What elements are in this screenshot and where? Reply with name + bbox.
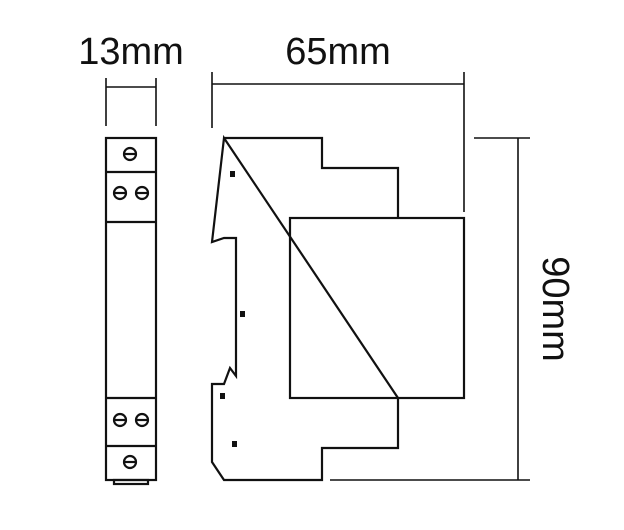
front-body xyxy=(104,136,158,482)
side-marker xyxy=(240,311,245,317)
height-dimension: 90mm xyxy=(330,137,576,481)
screw-icon xyxy=(112,412,128,428)
width-dimension: 13mm xyxy=(78,31,184,126)
screw-icon xyxy=(134,412,150,428)
front-view xyxy=(104,136,158,486)
screw-icon xyxy=(134,185,150,201)
screw-icon xyxy=(122,454,138,470)
side-marker xyxy=(220,393,225,399)
side-profile-outline xyxy=(210,134,400,482)
height-label: 90mm xyxy=(534,256,576,362)
front-foot xyxy=(112,478,150,486)
depth-label: 65mm xyxy=(285,31,391,73)
depth-dimension: 65mm xyxy=(211,31,465,212)
side-view xyxy=(210,134,466,482)
side-marker xyxy=(232,441,237,447)
side-front-block xyxy=(288,216,466,400)
width-label: 13mm xyxy=(78,31,184,73)
screw-icon xyxy=(112,185,128,201)
side-marker xyxy=(230,171,235,177)
screw-icon xyxy=(122,146,138,162)
